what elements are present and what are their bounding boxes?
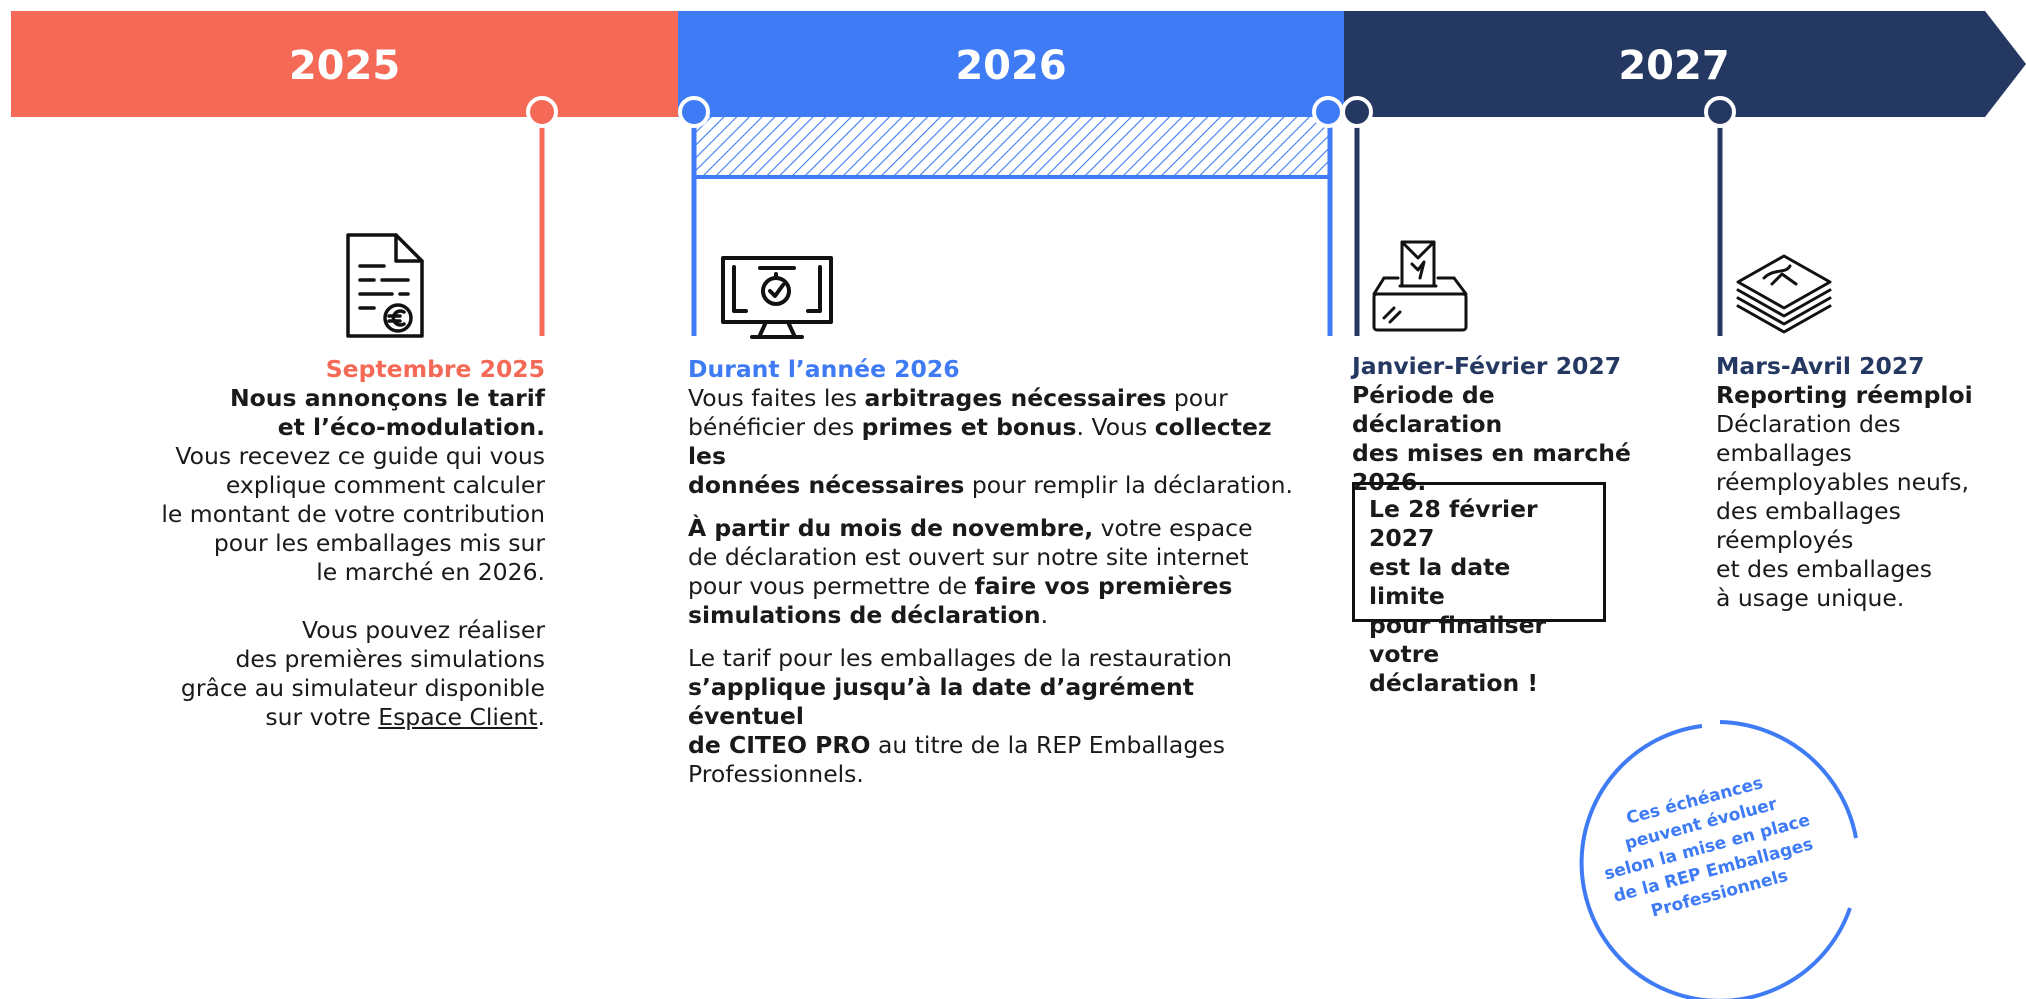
- stacked-packaging-icon: [1734, 252, 1834, 336]
- col4-text-1: Déclaration des: [1716, 410, 1901, 438]
- band-2026: [678, 11, 1344, 117]
- col2-para2-line2: de déclaration est ouvert sur notre site…: [688, 543, 1249, 571]
- disclaimer-stamp: Ces échéances peuvent évoluer selon la m…: [1570, 718, 1870, 999]
- col2-para1-line3: données nécessaires pour remplir la décl…: [688, 471, 1293, 499]
- date-annee-2026: Durant l’année 2026: [688, 355, 960, 383]
- date-septembre-2025: Septembre 2025: [325, 355, 545, 383]
- deadline-line-3: pour finaliser: [1369, 611, 1547, 639]
- marker-2027-mar: [1704, 96, 1736, 128]
- col1-headline-2: et l’éco-modulation.: [277, 413, 545, 441]
- column-janvier-fevrier-2027: Janvier-Février 2027 Période de déclarat…: [1352, 351, 1652, 497]
- column-mars-avril-2027: Mars-Avril 2027 Reporting réemploi Décla…: [1716, 351, 2016, 613]
- date-janvier-fevrier-2027: Janvier-Février 2027: [1352, 352, 1622, 380]
- col1-text-4: pour les emballages mis sur: [213, 529, 545, 557]
- deadline-box: Le 28 février 2027 est la date limite po…: [1352, 482, 1606, 697]
- hatched-period: [694, 117, 1330, 177]
- col1-text-3: le montant de votre contribution: [161, 500, 545, 528]
- col3-text-2: des mises en marché: [1352, 439, 1631, 467]
- marker-2027-jan: [1341, 96, 1373, 128]
- espace-client-link[interactable]: Espace Client: [378, 703, 538, 731]
- band-2027-arrow: [1344, 11, 2026, 117]
- col3-text-1: Période de déclaration: [1352, 381, 1503, 438]
- deadline-line-2: est la date limite: [1369, 553, 1511, 610]
- col4-text-7: à usage unique.: [1716, 584, 1905, 612]
- col4-text-6: et des emballages: [1716, 555, 1932, 583]
- monitor-check-icon: [720, 255, 834, 341]
- col1-text-7: des premières simulations: [235, 645, 545, 673]
- col4-text-2: emballages: [1716, 439, 1852, 467]
- year-2025-label: 2025: [288, 43, 401, 89]
- col2-para3-line1: Le tarif pour les emballages de la resta…: [688, 644, 1233, 672]
- col4-title: Reporting réemploi: [1716, 381, 1973, 409]
- col2-para3-line2: s’applique jusqu’à la date d’agrément év…: [688, 673, 1194, 730]
- marker-2025: [526, 96, 558, 128]
- date-mars-avril-2027: Mars-Avril 2027: [1716, 352, 1925, 380]
- col2-para2-line1: À partir du mois de novembre, votre espa…: [688, 514, 1253, 542]
- band-2025: [11, 11, 678, 117]
- col1-text-8: grâce au simulateur disponible: [180, 674, 545, 702]
- col2-para2-line3: pour vous permettre de faire vos premièr…: [688, 572, 1233, 600]
- col1-text-1: Vous recevez ce guide qui vous: [175, 442, 545, 470]
- col1-text-2: explique comment calculer: [225, 471, 545, 499]
- col1-text-5: le marché en 2026.: [316, 558, 545, 586]
- col2-para1-line1: Vous faites les arbitrages nécessaires p…: [688, 384, 1228, 412]
- marker-2026-end: [1312, 96, 1344, 128]
- year-2026-label: 2026: [955, 43, 1067, 89]
- col2-para2-line4: simulations de déclaration.: [688, 601, 1049, 629]
- col1-headline-1: Nous annonçons le tarif: [229, 384, 545, 412]
- deadline-line-1: Le 28 février 2027: [1369, 495, 1538, 552]
- marker-2026-start: [678, 96, 710, 128]
- column-annee-2026: Durant l’année 2026 Vous faites les arbi…: [688, 354, 1298, 789]
- column-septembre-2025: Septembre 2025 Nous annonçons le tarif e…: [110, 354, 545, 732]
- year-2027-label: 2027: [1618, 43, 1730, 89]
- deadline-line-4: votre déclaration !: [1369, 640, 1539, 697]
- ballot-box-icon: [1370, 238, 1470, 336]
- col4-text-5: réemployés: [1716, 526, 1854, 554]
- col4-text-3: réemployables neufs,: [1716, 468, 1969, 496]
- col1-text-9: sur votre Espace Client.: [265, 703, 545, 731]
- stamp-graphic: Ces échéances peuvent évoluer selon la m…: [1579, 720, 1858, 999]
- col1-text-6: Vous pouvez réaliser: [301, 616, 545, 644]
- document-euro-icon: [344, 232, 426, 340]
- col2-para3-line4: Professionnels.: [688, 760, 864, 788]
- col2-para3-line3: de CITEO PRO au titre de la REP Emballag…: [688, 731, 1225, 759]
- col2-para1-line2: bénéficier des primes et bonus. Vous col…: [688, 413, 1272, 470]
- col4-text-4: des emballages: [1716, 497, 1901, 525]
